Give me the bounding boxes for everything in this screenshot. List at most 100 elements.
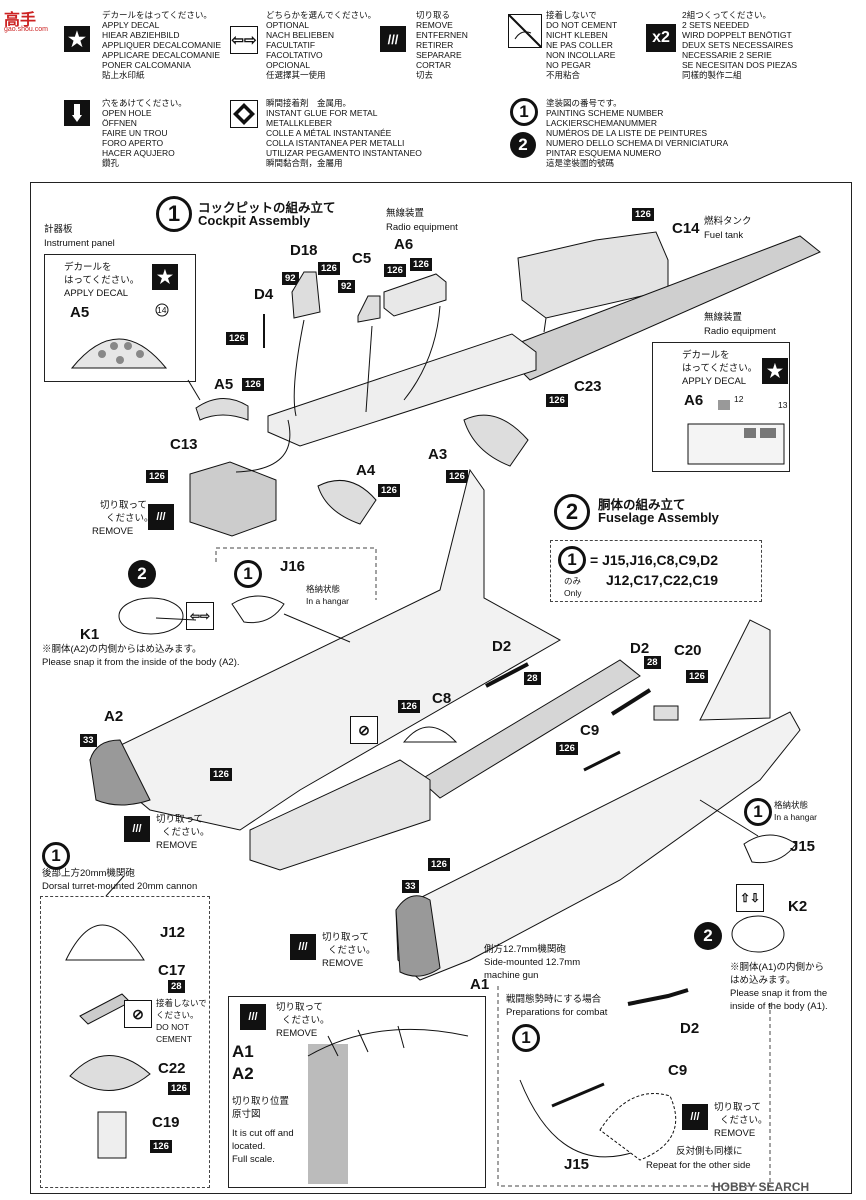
remove-a2-en: REMOVE: [156, 840, 198, 851]
scheme-1-icon: 1: [744, 798, 772, 826]
remove-icon: ///: [682, 1104, 708, 1130]
part-label-j15: J15: [564, 1156, 590, 1173]
cut-remove-jp2: ください。: [282, 1015, 330, 1026]
dorsal-jp: 後部上方20mm機関砲: [42, 868, 135, 879]
part-label-c20: C20: [674, 642, 702, 659]
part-label-c13: C13: [170, 436, 198, 453]
only-en: Only: [564, 588, 582, 598]
side-gun-en2: machine gun: [484, 970, 539, 981]
scheme-1-icon: 1: [510, 98, 538, 126]
part-label-d2: D2: [630, 640, 650, 657]
dnc-jp1: 接着しないで: [156, 998, 207, 1008]
color-126: 126: [226, 332, 248, 345]
radio2-label-en: Radio equipment: [704, 326, 776, 337]
star-icon: ★: [152, 264, 178, 290]
side-gun-en1: Side-mounted 12.7mm: [484, 957, 581, 968]
snap-a1-jp2: はめ込みます。: [730, 975, 796, 986]
cut-remove-en: REMOVE: [276, 1028, 318, 1039]
scheme-2-icon: 2: [128, 560, 156, 588]
remove-a1-en: REMOVE: [322, 958, 364, 969]
part-label-k2: K2: [788, 898, 808, 915]
other-side-en: Repeat for the other side: [646, 1160, 751, 1171]
radio-decal-callout: [652, 342, 790, 472]
color-126: 126: [546, 394, 568, 407]
remove-a1-jp1: 切り取って: [322, 932, 370, 943]
part-label-j12: J12: [160, 924, 186, 941]
site-watermark-url: gao.shou.com: [4, 26, 48, 33]
part-label-c9: C9: [580, 722, 600, 739]
instrument-panel-drawing: [70, 303, 169, 369]
site-watermark: 高手: [4, 12, 37, 29]
color-33: 33: [402, 880, 419, 893]
snap-a2-jp: ※胴体(A2)の内側からはめ込みます。: [42, 644, 202, 655]
cut-part-a1: A1: [232, 1042, 254, 1061]
step1-number: 1: [156, 196, 192, 232]
canopy-k1-drawing: [118, 597, 184, 635]
instrument-panel-callout: [44, 254, 196, 382]
part-label-a6: A6: [394, 236, 414, 253]
cut-part-a2: A2: [232, 1064, 254, 1083]
hobby-search-watermark: HOBBY SEARCH: [712, 1180, 810, 1194]
decal-number-14: 14: [157, 305, 167, 315]
star-icon: ★: [64, 26, 90, 52]
cockpit-assembly-drawing: [187, 231, 821, 537]
dnc-en1: DO NOT: [156, 1022, 190, 1032]
hangar-jp: 格納状態: [306, 584, 341, 594]
color-126: 126: [556, 742, 578, 755]
snap-a1-jp1: ※胴体(A1)の内側から: [730, 962, 824, 973]
radio-decal-drawing: [687, 400, 785, 465]
dorsal-turret-box: [40, 896, 210, 1188]
hangar-en: In a hangar: [306, 596, 350, 606]
cut-en3: Full scale.: [232, 1154, 275, 1165]
color-126: 126: [210, 768, 232, 781]
part-label-a1: A1: [470, 976, 490, 993]
color-126: 126: [428, 858, 450, 871]
callout-apply-decal-en: APPLY DECAL: [64, 288, 129, 299]
other-side-jp: 反対側も同様に: [676, 1146, 743, 1157]
part-label-a5: A5: [70, 304, 90, 321]
color-126: 126: [632, 208, 654, 221]
remove-icon: ///: [148, 504, 174, 530]
instrument-label-jp: 計器板: [44, 224, 73, 235]
part-label-d2: D2: [680, 1020, 700, 1037]
only-parts-2: J12,C17,C22,C19: [606, 572, 719, 588]
color-33: 33: [80, 734, 97, 747]
hangar-j15-jp: 格納状態: [774, 800, 809, 810]
callout-apply-decal-jp1: デカールを: [64, 262, 112, 273]
combat-jp: 戦闘態勢時にする場合: [506, 994, 602, 1005]
part-label-c5: C5: [352, 250, 372, 267]
color-126: 126: [378, 484, 400, 497]
optional-arrows-icon: ⇧⇩: [736, 884, 764, 912]
fuel-label-en: Fuel tank: [704, 230, 744, 241]
step2-number: 2: [554, 494, 590, 530]
dnc-en2: CEMENT: [156, 1034, 192, 1044]
only-parts-1: = J15,J16,C8,C9,D2: [590, 552, 719, 568]
scheme-1-icon: 1: [558, 546, 586, 574]
radio-decal-jp2: はってください。: [682, 363, 758, 374]
cut-position-box: [228, 996, 486, 1188]
color-28: 28: [644, 656, 661, 669]
part-label-d18: D18: [290, 242, 318, 259]
cut-en2: located.: [232, 1141, 266, 1152]
part-label-a4: A4: [356, 462, 376, 479]
part-label-d4: D4: [254, 286, 274, 303]
remove-icon: ///: [290, 934, 316, 960]
part-label-a3: A3: [428, 446, 448, 463]
cut-position-drawing: [307, 1025, 469, 1184]
no-cement-icon: ⊘: [350, 716, 378, 744]
instruction-frame: [30, 182, 852, 1194]
hangar-j15-en: In a hangar: [774, 812, 818, 822]
remove-label-jp2: ください。: [106, 513, 154, 524]
combat-remove-en: REMOVE: [714, 1128, 756, 1139]
callout-apply-decal-jp2: はってください。: [64, 275, 140, 286]
remove-icon: ///: [380, 26, 406, 52]
color-126: 126: [686, 670, 708, 683]
